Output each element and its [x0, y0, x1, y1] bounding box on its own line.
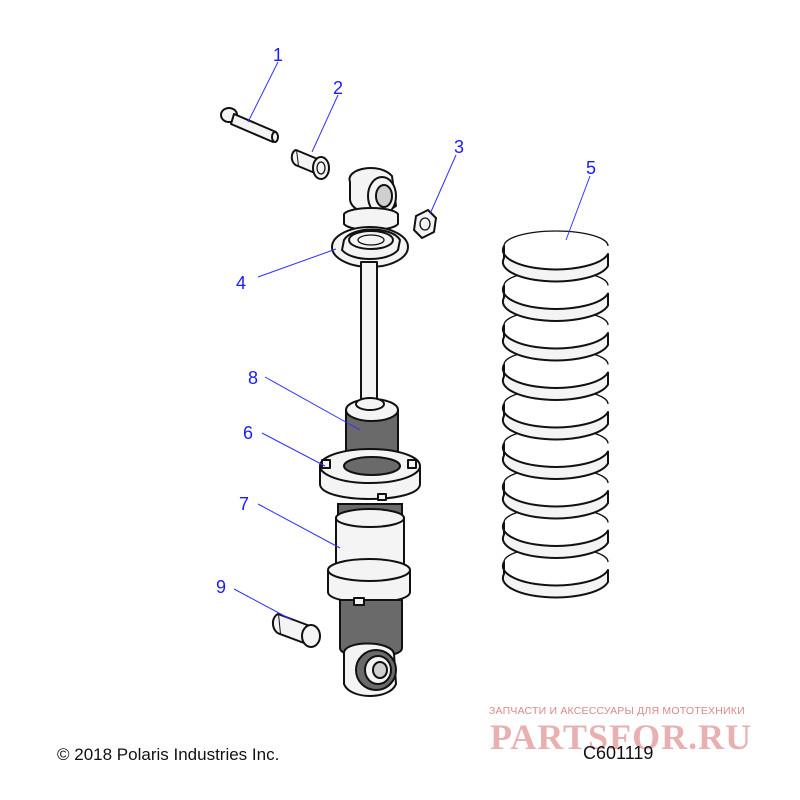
part-lower-eye: [343, 642, 397, 697]
part-nut: [413, 209, 437, 239]
callout-4: 4: [236, 273, 246, 293]
callout-1: 1: [273, 45, 283, 65]
leader-6: [261, 432, 326, 467]
spring-coil-front: [501, 521, 609, 559]
leader-2: [311, 94, 339, 153]
callout-8: 8: [248, 368, 258, 388]
part-shock-body-lower: [339, 597, 403, 658]
spring-coil-front: [501, 363, 609, 401]
leader-9: [233, 588, 293, 621]
callout-2: 2: [333, 78, 343, 98]
leader-3: [429, 154, 457, 215]
spring-coil-front: [501, 561, 609, 599]
callout-7: 7: [239, 494, 249, 514]
spring-coil-front: [501, 324, 609, 362]
part-spacer-upper: [290, 149, 330, 180]
part-preload-collar: [319, 448, 421, 501]
spring-coil-front: [501, 284, 609, 322]
part-shaft: [360, 261, 378, 405]
leader-1: [247, 61, 279, 123]
callout-numbers: 1 2 3 4 5 6 7 8 9: [216, 45, 596, 597]
part-spacer-lower: [272, 613, 321, 648]
part-upper-eye: [343, 167, 399, 231]
spring-coil-front: [501, 442, 609, 480]
leader-8: [264, 376, 361, 431]
part-bolt: [220, 107, 279, 143]
watermark-tagline: ЗАПЧАСТИ И АКСЕССУАРЫ ДЛЯ МОТОТЕХНИКИ: [489, 705, 745, 717]
callout-9: 9: [216, 577, 226, 597]
spring-coil-back: [503, 230, 609, 247]
leader-4: [257, 248, 337, 278]
part-coil-spring: [501, 230, 609, 599]
leader-7: [257, 503, 341, 549]
part-lower-sleeve: [327, 508, 411, 604]
spring-coil-front: [501, 245, 609, 283]
spring-coil-front: [501, 482, 609, 520]
spring-coil-front: [501, 403, 609, 441]
part-spring-retainer: [331, 226, 409, 268]
leader-lines: [233, 61, 591, 621]
callout-3: 3: [454, 137, 464, 157]
watermark-brand: PARTSFOR.RU: [490, 717, 753, 757]
callout-6: 6: [243, 423, 253, 443]
copyright-text: © 2018 Polaris Industries Inc.: [57, 745, 280, 764]
leader-5: [565, 175, 591, 241]
callout-5: 5: [586, 158, 596, 178]
figure-code: C601119: [583, 743, 654, 763]
